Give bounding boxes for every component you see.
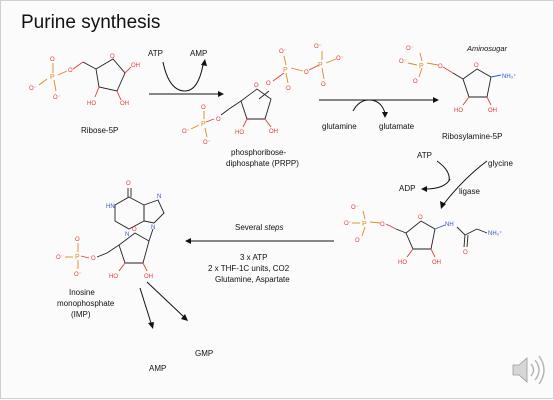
oxygen-atom: O [75,237,80,243]
oxygen-anion: O⁻ [53,95,61,101]
oxygen-anion: O⁻ [56,255,64,261]
oxygen-atom: O [286,86,291,92]
oxygen-anion: O⁻ [314,44,322,50]
oxygen-anion: O⁻ [182,129,190,135]
aminosugar-label: Aminosugar [466,44,508,53]
hydroxyl: OH [131,63,140,69]
gar-molecule: P O⁻ O⁻ O O O NH O NH₃⁺ OH HO [344,205,502,266]
hydroxyl: HO [87,101,96,107]
ring-nitrogen: N [151,225,155,231]
ribose-5p-molecule: P O O⁻ O⁻ O O OH OH HO [29,54,140,107]
oxygen-anion: O⁻ [399,59,407,65]
prpp-label-line2: diphosphate (PRPP) [226,159,299,168]
oxygen-atom: O [91,256,96,262]
oxygen-atom: O [321,82,326,88]
amide-nh: NH [445,222,454,228]
oxygen-anion: O⁻ [29,86,37,92]
hydroxyl: HO [109,274,118,280]
amp-label: AMP [190,49,207,58]
imp-label-line3: (IMP) [71,310,91,319]
carbonyl-oxygen: O [126,181,131,187]
hydroxyl: OH [144,274,153,280]
ring-oxygen: O [418,215,423,221]
glutamine-label: glutamine [322,122,357,131]
imp-molecule: O HN N N N O OH HO O P O O⁻ O⁻ [56,181,165,280]
hydroxyl: HO [398,260,407,266]
hydroxyl: HO [235,130,244,136]
slide-title: Purine synthesis [21,12,160,33]
ammonium-group: NH₃⁺ [488,230,502,237]
phosphorus-atom: P [318,62,323,69]
oxygen-anion: O⁻ [344,221,352,227]
oxygen-atom: O [438,64,443,70]
glycine-label: glycine [488,159,513,168]
requirement-thf: 2 x THF-1C units, CO2 [208,264,290,273]
oxygen-atom: O [355,238,360,244]
hydroxyl: OH [120,101,129,107]
oxygen-atom: O [216,117,221,123]
oxygen-atom: O [380,222,385,228]
reaction-arrow-2: glutamine glutamate [319,97,439,131]
requirement-glutamine-aspartate: Glutamine, Aspartate [215,275,290,284]
ring-oxygen: O [254,83,259,89]
ring-nitrogen: HN [106,204,115,210]
reaction-arrow-4: Several steps 3 x ATP 2 x THF-1C units, … [185,223,334,284]
amp-product-label: AMP [149,364,166,373]
atp-label: ATP [417,151,432,160]
ammonium-group: NH₃⁺ [502,73,516,80]
imp-label-line1: Inosine [69,288,95,297]
oxygen-anion: O⁻ [351,205,359,211]
hydroxyl: OH [432,260,441,266]
reaction-arrow-1: ATP AMP [148,49,224,97]
several-steps-label: Several steps [235,223,283,232]
oxygen-atom: O [50,57,55,63]
ribosylamine-molecule: P O⁻ O⁻ O O O NH₃⁺ OH HO [399,46,516,114]
ring-oxygen: O [132,227,137,233]
ribose-5p-label: Ribose-5P [81,126,118,135]
carbonyl-oxygen: O [463,250,468,256]
phosphorus-atom: P [75,254,80,261]
imp-label-line2: monophosphate [57,299,115,308]
oxygen-atom: O [413,79,418,85]
ribosylamine-label: Ribosylamine-5P [442,132,502,141]
prpp-label-line1: phosphoribose- [231,148,286,157]
phosphorus-atom: P [419,63,424,70]
speaker-icon[interactable] [512,355,545,385]
oxygen-anion: O⁻ [406,46,414,52]
prpp-molecule: O P O⁻ O O P O⁻ O⁻ O O OH HO O P O O⁻ O⁻ [182,44,344,146]
gmp-product-label: GMP [195,349,213,358]
ring-nitrogen: N [157,194,161,200]
atp-label: ATP [148,49,163,58]
hydroxyl: OH [488,108,497,114]
ligase-label: ligase [459,187,480,196]
oxygen-anion: O⁻ [336,56,344,62]
oxygen-atom: O [201,105,206,111]
phosphorus-atom: P [50,74,55,81]
requirement-atp: 3 x ATP [240,253,267,262]
adp-label: ADP [399,184,415,193]
oxygen-anion: O⁻ [203,140,211,146]
ring-oxygen: O [110,54,115,60]
ring-oxygen: O [474,63,479,69]
reaction-arrow-3: ATP glycine ADP ligase [399,151,513,209]
oxygen-atom: O [68,68,73,74]
phosphorus-atom: P [362,221,367,228]
oxygen-anion: O⁻ [74,272,82,278]
bridging-oxygen: O [304,70,309,76]
oxygen-anion: O⁻ [279,49,287,55]
oxygen-atom: O [266,81,271,87]
phosphorus-atom: P [283,67,288,74]
branch-arrows: AMP GMP [139,281,213,373]
hydroxyl: OH [269,129,278,135]
glutamate-label: glutamate [379,122,415,131]
hydroxyl: HO [454,108,463,114]
phosphorus-atom: P [201,121,206,128]
ring-nitrogen: N [125,232,129,238]
